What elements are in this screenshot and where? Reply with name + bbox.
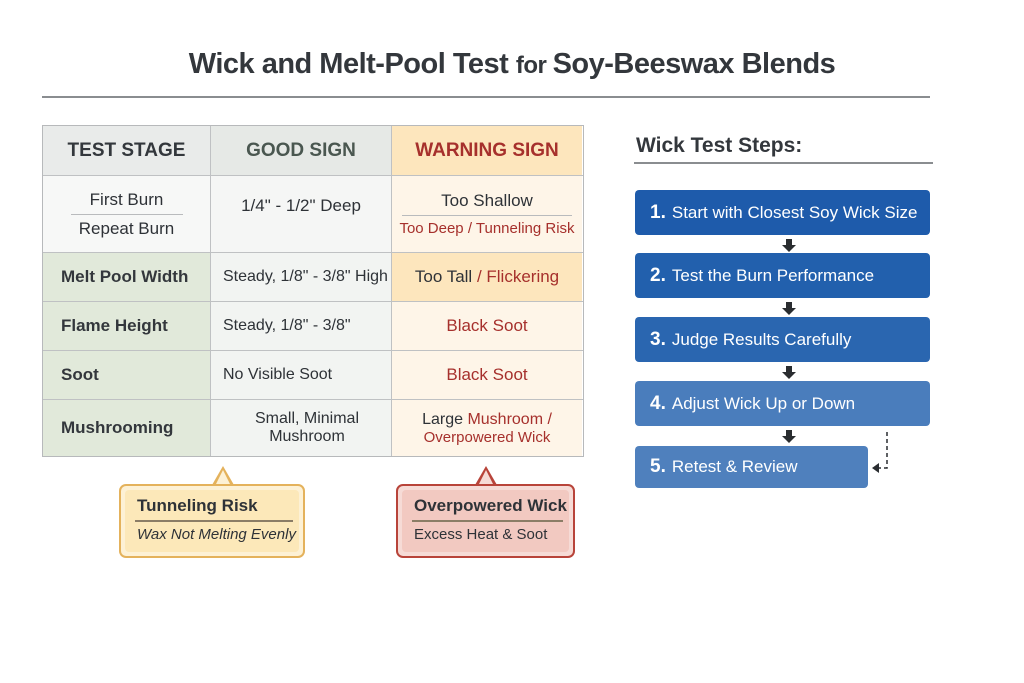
table-row: Melt Pool Width Steady, 1/8" - 3/8" High… (43, 253, 583, 302)
step-number: 1. (650, 201, 666, 223)
callout-pointer (215, 470, 231, 486)
table-row: Soot No Visible Soot Black Soot (43, 351, 583, 400)
stage-cell: Soot (43, 351, 211, 399)
callout-tunneling-risk: Tunneling Risk Wax Not Melting Evenly (119, 484, 305, 558)
stage-cell: Mushrooming (43, 400, 211, 456)
warning-cell: Too Shallow Too Deep / Tunneling Risk (392, 176, 582, 252)
good-cell: 1/4" - 1/2" Deep (211, 176, 392, 252)
table-row: Flame Height Steady, 1/8" - 3/8" Black S… (43, 302, 583, 351)
step-3: 3. Judge Results Carefully (635, 317, 930, 362)
step-number: 3. (650, 328, 666, 350)
warning-too-shallow: Too Shallow (402, 191, 572, 216)
down-arrow-icon (782, 302, 796, 315)
callout-pointer (478, 470, 494, 486)
callout-divider (412, 520, 563, 522)
title-subject: Soy-Beeswax Blends (552, 48, 836, 80)
step-number: 4. (650, 392, 666, 414)
warning-cell: Too Tall / Flickering (392, 253, 582, 301)
header-warning-sign: WARNING SIGN (392, 126, 582, 175)
callout-title: Overpowered Wick (414, 496, 567, 515)
warning-text-red: Mushroom / (467, 410, 552, 428)
step-label: Judge Results Carefully (671, 329, 852, 349)
callout-overpowered-wick: Overpowered Wick Excess Heat & Soot (396, 484, 575, 558)
stage-cell: Melt Pool Width (43, 253, 211, 301)
warning-cell: Black Soot (392, 302, 582, 350)
title-main: Wick and Melt-Pool Test (188, 48, 516, 80)
good-cell: Small, Minimal Mushroom (211, 400, 392, 456)
warning-too-deep: Too Deep / Tunneling Risk (399, 220, 575, 237)
step-2: 2. Test the Burn Performance (635, 253, 930, 298)
down-arrow-icon (782, 430, 796, 443)
good-cell: Steady, 1/8" - 3/8" High (211, 253, 392, 301)
steps-divider (634, 162, 933, 164)
table-row: Mushrooming Small, Minimal Mushroom Larg… (43, 400, 583, 456)
step-label: Test the Burn Performance (671, 265, 875, 285)
step-label: Retest & Review (671, 457, 798, 476)
warning-text: Large (422, 410, 468, 428)
callout-subtitle: Wax Not Melting Evenly (137, 526, 296, 543)
callout-subtitle: Excess Heat & Soot (414, 526, 548, 543)
down-arrow-icon (782, 239, 796, 252)
warning-cell: Large Mushroom / Overpowered Wick (392, 400, 582, 456)
title-for: for (515, 52, 553, 79)
step-label: Adjust Wick Up or Down (671, 393, 856, 413)
stage-cell: Flame Height (43, 302, 211, 350)
step-4: 4. Adjust Wick Up or Down (635, 381, 930, 426)
step-number: 5. (650, 456, 666, 477)
title-divider (42, 96, 930, 98)
step-1: 1. Start with Closest Soy Wick Size (635, 190, 930, 235)
callout-title: Tunneling Risk (137, 496, 258, 515)
header-good-sign: GOOD SIGN (211, 126, 392, 175)
warning-cell: Black Soot (392, 351, 582, 399)
good-cell: Steady, 1/8" - 3/8" (211, 302, 392, 350)
stage-repeat-burn: Repeat Burn (78, 218, 175, 238)
callout-divider (135, 520, 293, 522)
steps-title: Wick Test Steps: (636, 134, 803, 157)
warning-text-red: / Flickering (476, 267, 560, 286)
step-number: 2. (650, 264, 666, 286)
stage-cell: First Burn Repeat Burn (43, 176, 211, 252)
wick-test-table: TEST STAGE GOOD SIGN WARNING SIGN First … (42, 125, 584, 457)
stage-first-burn: First Burn (70, 190, 183, 215)
page-title: Wick and Melt-Pool Test for Soy-Beeswax … (0, 48, 1024, 81)
step-label: Start with Closest Soy Wick Size (671, 202, 918, 222)
table-row: First Burn Repeat Burn 1/4" - 1/2" Deep … (43, 176, 583, 253)
warning-text: Too Tall (414, 267, 477, 286)
warning-text-red-2: Overpowered Wick (423, 428, 551, 446)
step-5: 5. Retest & Review (635, 446, 868, 488)
header-test-stage: TEST STAGE (43, 126, 211, 175)
table-header-row: TEST STAGE GOOD SIGN WARNING SIGN (43, 126, 583, 176)
down-arrow-icon (782, 366, 796, 379)
good-cell: No Visible Soot (211, 351, 392, 399)
loop-back-arrow-icon (872, 432, 888, 473)
